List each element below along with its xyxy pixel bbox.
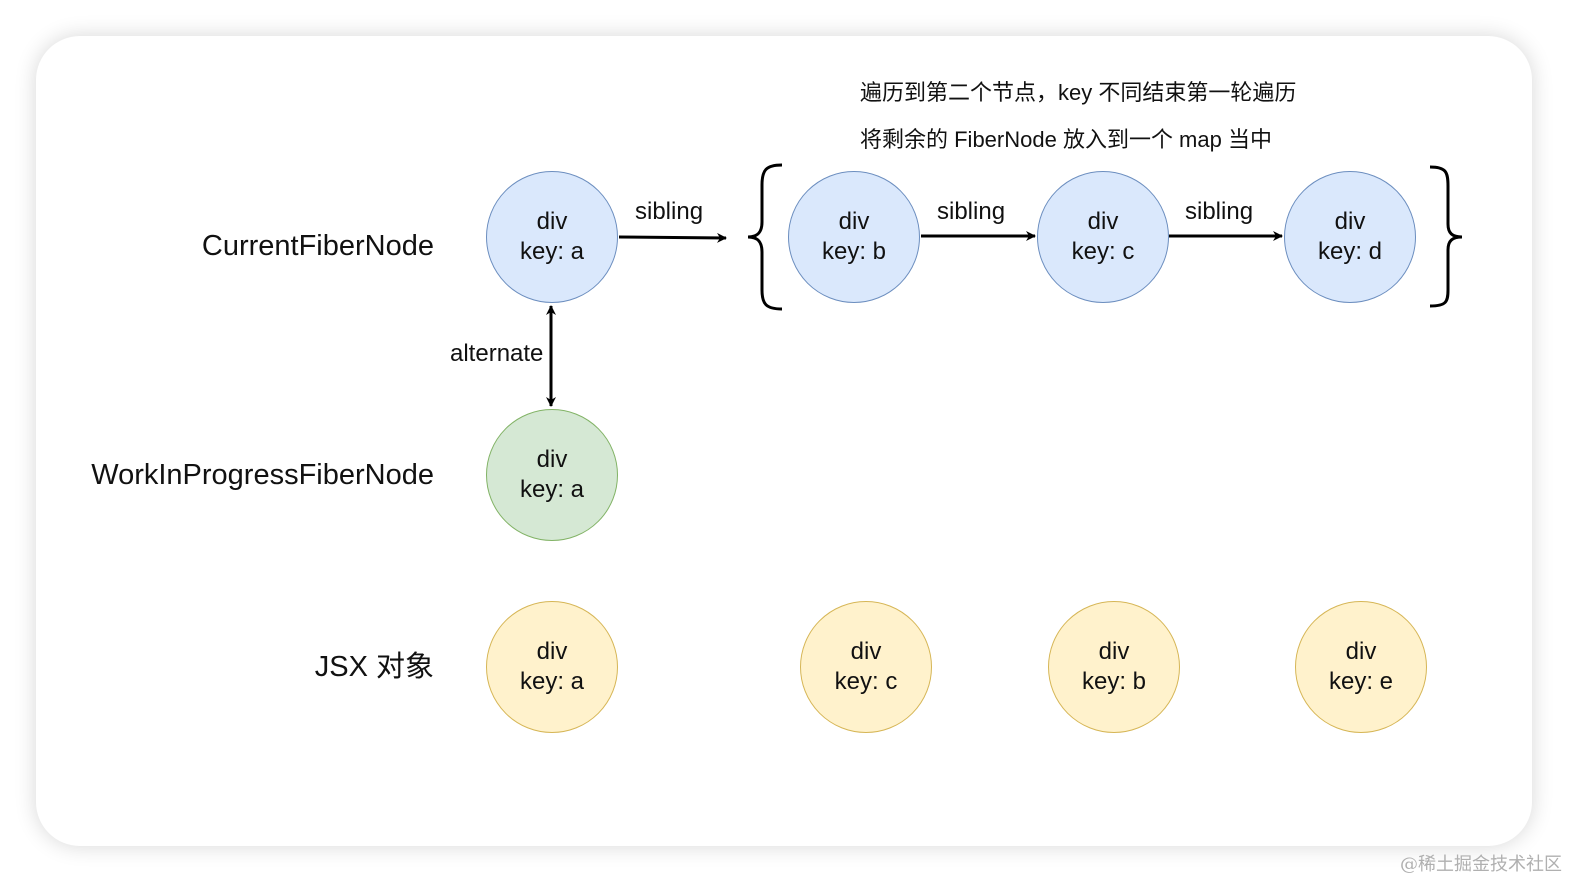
node-type: div (1098, 638, 1130, 665)
jsx-node-e: div key: e (1295, 601, 1427, 733)
wip-node-a: div key: a (486, 409, 618, 541)
node-type: div (536, 638, 568, 665)
note-line-1: 遍历到第二个节点，key 不同结束第一轮遍历 (860, 80, 1297, 105)
jsx-node-b: div key: b (1048, 601, 1180, 733)
current-node-d: div key: d (1284, 171, 1416, 303)
node-key: key: b (821, 238, 887, 265)
row-label-current: CurrentFiberNode (201, 230, 434, 262)
watermark: @稀土掘金技术社区 (1400, 854, 1562, 875)
row-label-wip: WorkInProgressFiberNode (91, 459, 434, 491)
node-key: key: e (1328, 668, 1394, 695)
current-node-c: div key: c (1037, 171, 1169, 303)
node-key: key: c (1071, 238, 1135, 265)
left-brace (747, 163, 783, 311)
node-type: div (850, 638, 882, 665)
node-key: key: a (519, 476, 585, 503)
node-type: div (1087, 208, 1119, 235)
diagram-card (36, 36, 1532, 846)
note-line-2: 将剩余的 FiberNode 放入到一个 map 当中 (860, 127, 1272, 152)
node-type: div (536, 446, 568, 473)
edge-label-alternate: alternate (448, 340, 546, 367)
right-brace (1429, 165, 1463, 308)
node-key: key: a (519, 668, 585, 695)
node-key: key: a (519, 238, 585, 265)
row-label-jsx: JSX 对象 (314, 651, 434, 683)
sibling-arrow-1 (618, 232, 727, 243)
jsx-node-c: div key: c (800, 601, 932, 733)
node-type: div (838, 208, 870, 235)
node-key: key: d (1317, 238, 1383, 265)
node-type: div (1334, 208, 1366, 235)
node-key: key: c (834, 668, 898, 695)
current-node-b: div key: b (788, 171, 920, 303)
node-key: key: b (1081, 668, 1147, 695)
edge-label-sibling-3: sibling (1185, 198, 1254, 225)
edge-label-sibling-2: sibling (937, 198, 1006, 225)
jsx-node-a: div key: a (486, 601, 618, 733)
node-type: div (1345, 638, 1377, 665)
current-node-a: div key: a (486, 171, 618, 303)
edge-label-sibling-1: sibling (635, 198, 704, 225)
node-type: div (536, 208, 568, 235)
